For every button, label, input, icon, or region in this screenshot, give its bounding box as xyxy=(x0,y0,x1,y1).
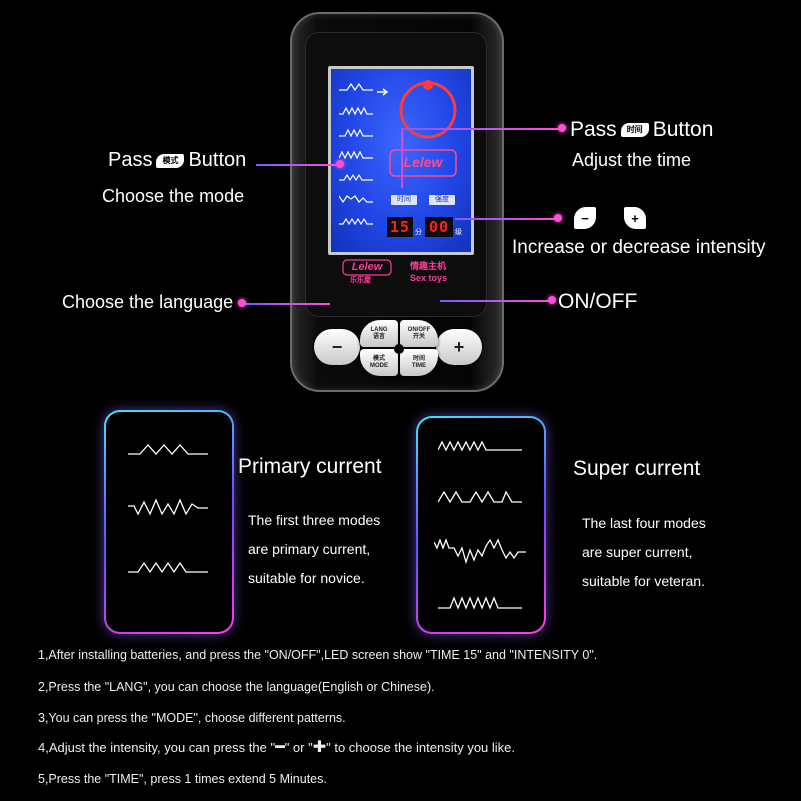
time-callout-desc: Adjust the time xyxy=(572,150,692,170)
mode-callout-dot xyxy=(336,160,344,168)
instruction-4-part-3: " to choose the intensity you like. xyxy=(326,740,516,755)
onoff-callout-line xyxy=(440,300,552,302)
lang-button-label-cn: 语言 xyxy=(372,333,385,340)
intensity-label: 强度 xyxy=(429,195,455,205)
time-callout-riser xyxy=(401,128,403,188)
wave-mode-7-icon xyxy=(339,215,373,227)
super-wave-1-icon xyxy=(438,440,522,452)
onoff-callout-dot xyxy=(548,296,556,304)
language-callout-dot xyxy=(238,299,246,307)
minus-symbol-icon: ━ xyxy=(275,739,285,756)
control-pad: − + LANG 语言 ON/OFF 开关 模式 MODE 时间 TIME xyxy=(314,319,482,376)
time-unit: 分 xyxy=(415,229,422,236)
mode-pill: 模式 xyxy=(156,153,185,168)
time-callout-dot xyxy=(558,124,566,132)
super-wave-2-icon xyxy=(438,490,522,504)
super-current-desc: The last four modes are super current, s… xyxy=(582,509,706,596)
time-callout-line xyxy=(402,128,562,130)
intensity-callout-desc: Increase or decrease intensity xyxy=(512,237,766,258)
lang-button-label-en: LANG xyxy=(370,326,388,333)
language-callout-desc: Choose the language xyxy=(62,292,234,312)
primary-wave-2-icon xyxy=(128,498,208,516)
mode-button-label-en: MODE xyxy=(370,362,388,369)
screen-logo-text: Lelew xyxy=(403,154,443,170)
plus-callout-icon: + xyxy=(624,207,646,229)
primary-wave-1-icon xyxy=(128,444,208,455)
minus-callout-icon: − xyxy=(574,207,596,229)
instruction-1: 1,After installing batteries, and press … xyxy=(38,648,598,662)
onoff-button-label-en: ON/OFF xyxy=(407,326,431,333)
brand-logo: Lelew 乐乐屋 xyxy=(342,259,406,284)
super-desc-line: are super current, xyxy=(582,544,693,560)
time-label: 时间 xyxy=(391,195,417,205)
instruction-3: 3,You can press the "MODE", choose diffe… xyxy=(38,711,346,725)
time-button[interactable]: 时间 TIME xyxy=(400,349,438,376)
brand-logo-text: Lelew xyxy=(351,261,383,273)
primary-desc-line: suitable for novice. xyxy=(248,570,365,586)
time-readout: 15 xyxy=(387,217,413,237)
brand-name-cn: 情趣主机 xyxy=(410,261,447,271)
brand-tagline: Sex toys xyxy=(410,273,448,283)
wave-mode-6-icon xyxy=(339,193,373,205)
time-pill: 时间 xyxy=(620,123,649,138)
plus-button[interactable]: + xyxy=(436,329,482,365)
super-desc-line: The last four modes xyxy=(582,515,706,531)
super-current-title: Super current xyxy=(573,457,701,480)
pad-center xyxy=(394,344,404,354)
time-button-label-cn: 时间 xyxy=(412,355,425,362)
intensity-unit: 级 xyxy=(455,229,462,236)
mode-callout-desc: Choose the mode xyxy=(102,186,245,206)
intensity-readout: 00 xyxy=(425,217,453,237)
wave-mode-3-icon xyxy=(339,127,373,139)
minus-button[interactable]: − xyxy=(314,329,360,365)
wave-mode-5-icon xyxy=(339,171,373,183)
primary-current-desc: The first three modes are primary curren… xyxy=(248,506,380,593)
primary-desc-line: The first three modes xyxy=(248,512,381,528)
plus-symbol-icon: ✚ xyxy=(312,739,327,756)
super-current-panel xyxy=(416,416,546,634)
mode-button[interactable]: 模式 MODE xyxy=(360,349,398,376)
instruction-5: 5,Press the "TIME", press 1 times extend… xyxy=(38,772,327,786)
time-button-label-en: TIME xyxy=(411,362,427,369)
selector-arrow-icon xyxy=(377,84,389,96)
instruction-4: 4,Adjust the intensity, you can press th… xyxy=(38,739,516,756)
wave-mode-2-icon xyxy=(339,105,373,117)
super-desc-line: suitable for veteran. xyxy=(582,573,705,589)
mode-callout-pass: Pass xyxy=(108,149,153,171)
device-body: Lelew 时间 强度 15 分 00 级 Lelew 乐乐屋 情趣主机 Sex… xyxy=(290,12,504,392)
intensity-callout-dot xyxy=(554,214,562,222)
super-wave-3-icon xyxy=(434,538,526,565)
instruction-4-part-2: " or " xyxy=(284,740,313,755)
lang-button[interactable]: LANG 语言 xyxy=(360,320,398,347)
primary-desc-line: are primary current, xyxy=(248,541,371,557)
primary-current-title: Primary current xyxy=(238,455,382,478)
instruction-4-part-1: 4,Adjust the intensity, you can press th… xyxy=(38,740,276,755)
timer-ring-icon xyxy=(394,76,462,144)
onoff-button-label-cn: 开关 xyxy=(412,333,425,340)
intensity-callout-line xyxy=(455,218,557,220)
mode-button-label-cn: 模式 xyxy=(372,355,385,362)
time-callout-button: Button xyxy=(652,118,714,141)
mode-callout-line xyxy=(256,164,338,166)
wave-mode-1-icon xyxy=(339,81,373,93)
language-callout-line xyxy=(244,303,330,305)
wave-mode-4-icon xyxy=(339,149,373,161)
mode-callout-button: Button xyxy=(188,149,247,171)
primary-wave-3-icon xyxy=(128,561,208,574)
screen-logo: Lelew xyxy=(389,149,457,177)
time-callout-pass: Pass xyxy=(570,118,617,141)
onoff-button[interactable]: ON/OFF 开关 xyxy=(400,320,438,347)
brand-subtitle: 乐乐屋 xyxy=(350,277,371,284)
super-wave-4-icon xyxy=(438,596,522,610)
onoff-callout-desc: ON/OFF xyxy=(558,290,638,313)
primary-current-panel xyxy=(104,410,234,634)
instruction-2: 2,Press the "LANG", you can choose the l… xyxy=(38,680,435,694)
